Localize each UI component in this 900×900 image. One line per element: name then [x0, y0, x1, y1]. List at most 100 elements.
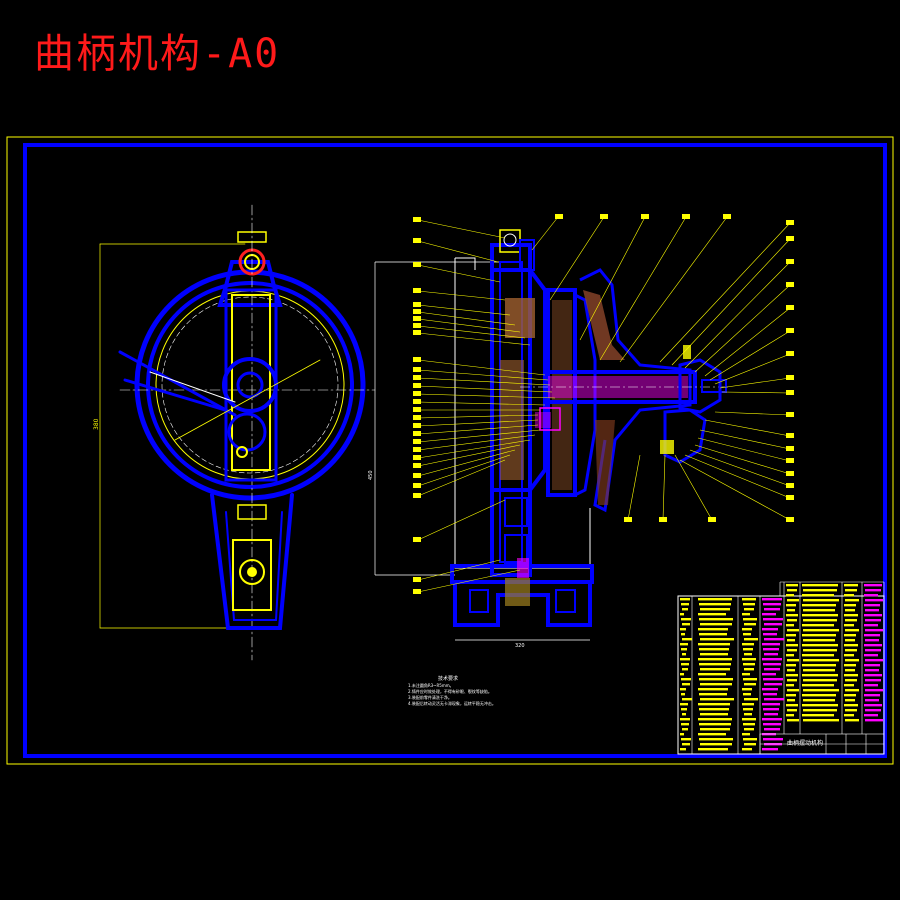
bom-cell [700, 653, 728, 656]
bom-cell [803, 639, 835, 642]
notes-heading: 技术要求 [437, 676, 458, 682]
bom-cell [786, 624, 794, 627]
bom-cell [699, 678, 733, 681]
bom-cell [865, 589, 881, 592]
bom-cell [743, 633, 751, 636]
bom-cell [743, 663, 755, 666]
bom-cell [845, 599, 859, 602]
bom-cell [803, 589, 837, 592]
bom-cell [698, 658, 732, 661]
bom-cell [682, 653, 686, 656]
bom-cell [845, 689, 859, 692]
bom-cell [680, 733, 684, 736]
bom-cell [700, 623, 732, 626]
bom-cell [787, 669, 795, 672]
bom-cell [764, 653, 778, 656]
bom-cell [680, 748, 686, 751]
bom-cell [744, 683, 756, 686]
bom-cell [681, 618, 691, 621]
bom-cell [764, 683, 782, 686]
bom-cell [845, 659, 859, 662]
bom-cell [682, 668, 688, 671]
bom-cell [787, 649, 797, 652]
bom-cell [787, 699, 795, 702]
bom-cell [864, 584, 882, 587]
bom-cell [803, 669, 835, 672]
bom-cell [844, 684, 854, 687]
bom-cell [762, 688, 778, 691]
bom-cell [802, 664, 836, 667]
bom-cell [680, 688, 686, 691]
bom-cell [680, 643, 688, 646]
bom-cell [865, 639, 879, 642]
bom-cell [682, 623, 690, 626]
bom-cell [787, 689, 799, 692]
bom-cell [699, 603, 731, 606]
leader-lines-right [531, 216, 791, 521]
bom-cell [864, 664, 880, 667]
bom-cell [743, 618, 757, 621]
bom-cell [845, 629, 859, 632]
svg-text:450: 450 [368, 470, 374, 480]
bom-cell [864, 704, 882, 707]
bom-cell [802, 704, 838, 707]
bom-cell [763, 618, 783, 621]
bom-cell [845, 669, 855, 672]
notes-line: 4.装配后转动灵活无卡滞现象，运转平稳无冲击。 [408, 701, 496, 706]
bom-cell [844, 604, 856, 607]
bom-cell [845, 679, 857, 682]
bom-cell [763, 603, 781, 606]
bom-cell [762, 628, 778, 631]
bom-cell [698, 748, 728, 751]
bom-cell [786, 704, 798, 707]
bom-cell [787, 609, 795, 612]
bom-cell [786, 614, 798, 617]
bom-cell [865, 649, 881, 652]
bom-cell [743, 678, 757, 681]
bom-cell [763, 723, 781, 726]
bom-cell [844, 674, 858, 677]
bom-cell [763, 738, 783, 741]
bom-cell [682, 638, 692, 641]
bom-cell [744, 638, 758, 641]
bom-cell [803, 599, 839, 602]
inner-sheet-frame [23, 143, 887, 758]
bom-cell [700, 713, 728, 716]
bom-cell [743, 603, 755, 606]
bom-cell [744, 668, 754, 671]
bom-cell [698, 628, 728, 631]
bom-cell [764, 668, 780, 671]
bom-cell [803, 619, 837, 622]
bom-cell [802, 644, 838, 647]
bom-cell [744, 653, 752, 656]
bom-cell [844, 624, 854, 627]
bom-cell [742, 733, 750, 736]
bom-cell [787, 719, 799, 722]
bom-cell [802, 694, 836, 697]
bom-cell [864, 674, 882, 677]
bom-cell [742, 688, 752, 691]
bom-cell [865, 689, 883, 692]
bom-cell [864, 684, 878, 687]
bom-cell [802, 604, 836, 607]
technical-notes: 技术要求 1.未注圆角R3~R5mm。 2.铸件应时效处理，不得有砂眼、裂纹等缺… [408, 676, 496, 707]
bom-cell [698, 718, 732, 721]
bom-cell [682, 728, 688, 731]
notes-line: 1.未注圆角R3~R5mm。 [408, 683, 454, 688]
bom-cell [764, 623, 782, 626]
bom-cell [699, 723, 731, 726]
bom-cell [864, 634, 880, 637]
bom-cell [681, 648, 687, 651]
bom-cell [865, 679, 881, 682]
bom-cell [763, 633, 777, 636]
bom-cell [864, 624, 878, 627]
drawing-title: 曲柄机构-A0 [34, 31, 281, 77]
bom-cell [865, 699, 879, 702]
bom-cell [681, 708, 687, 711]
bom-cell [680, 628, 686, 631]
bom-cell [802, 594, 834, 597]
bom-cell [700, 683, 732, 686]
bom-cell [698, 703, 730, 706]
bom-cell [744, 743, 756, 746]
bom-cell [865, 619, 881, 622]
